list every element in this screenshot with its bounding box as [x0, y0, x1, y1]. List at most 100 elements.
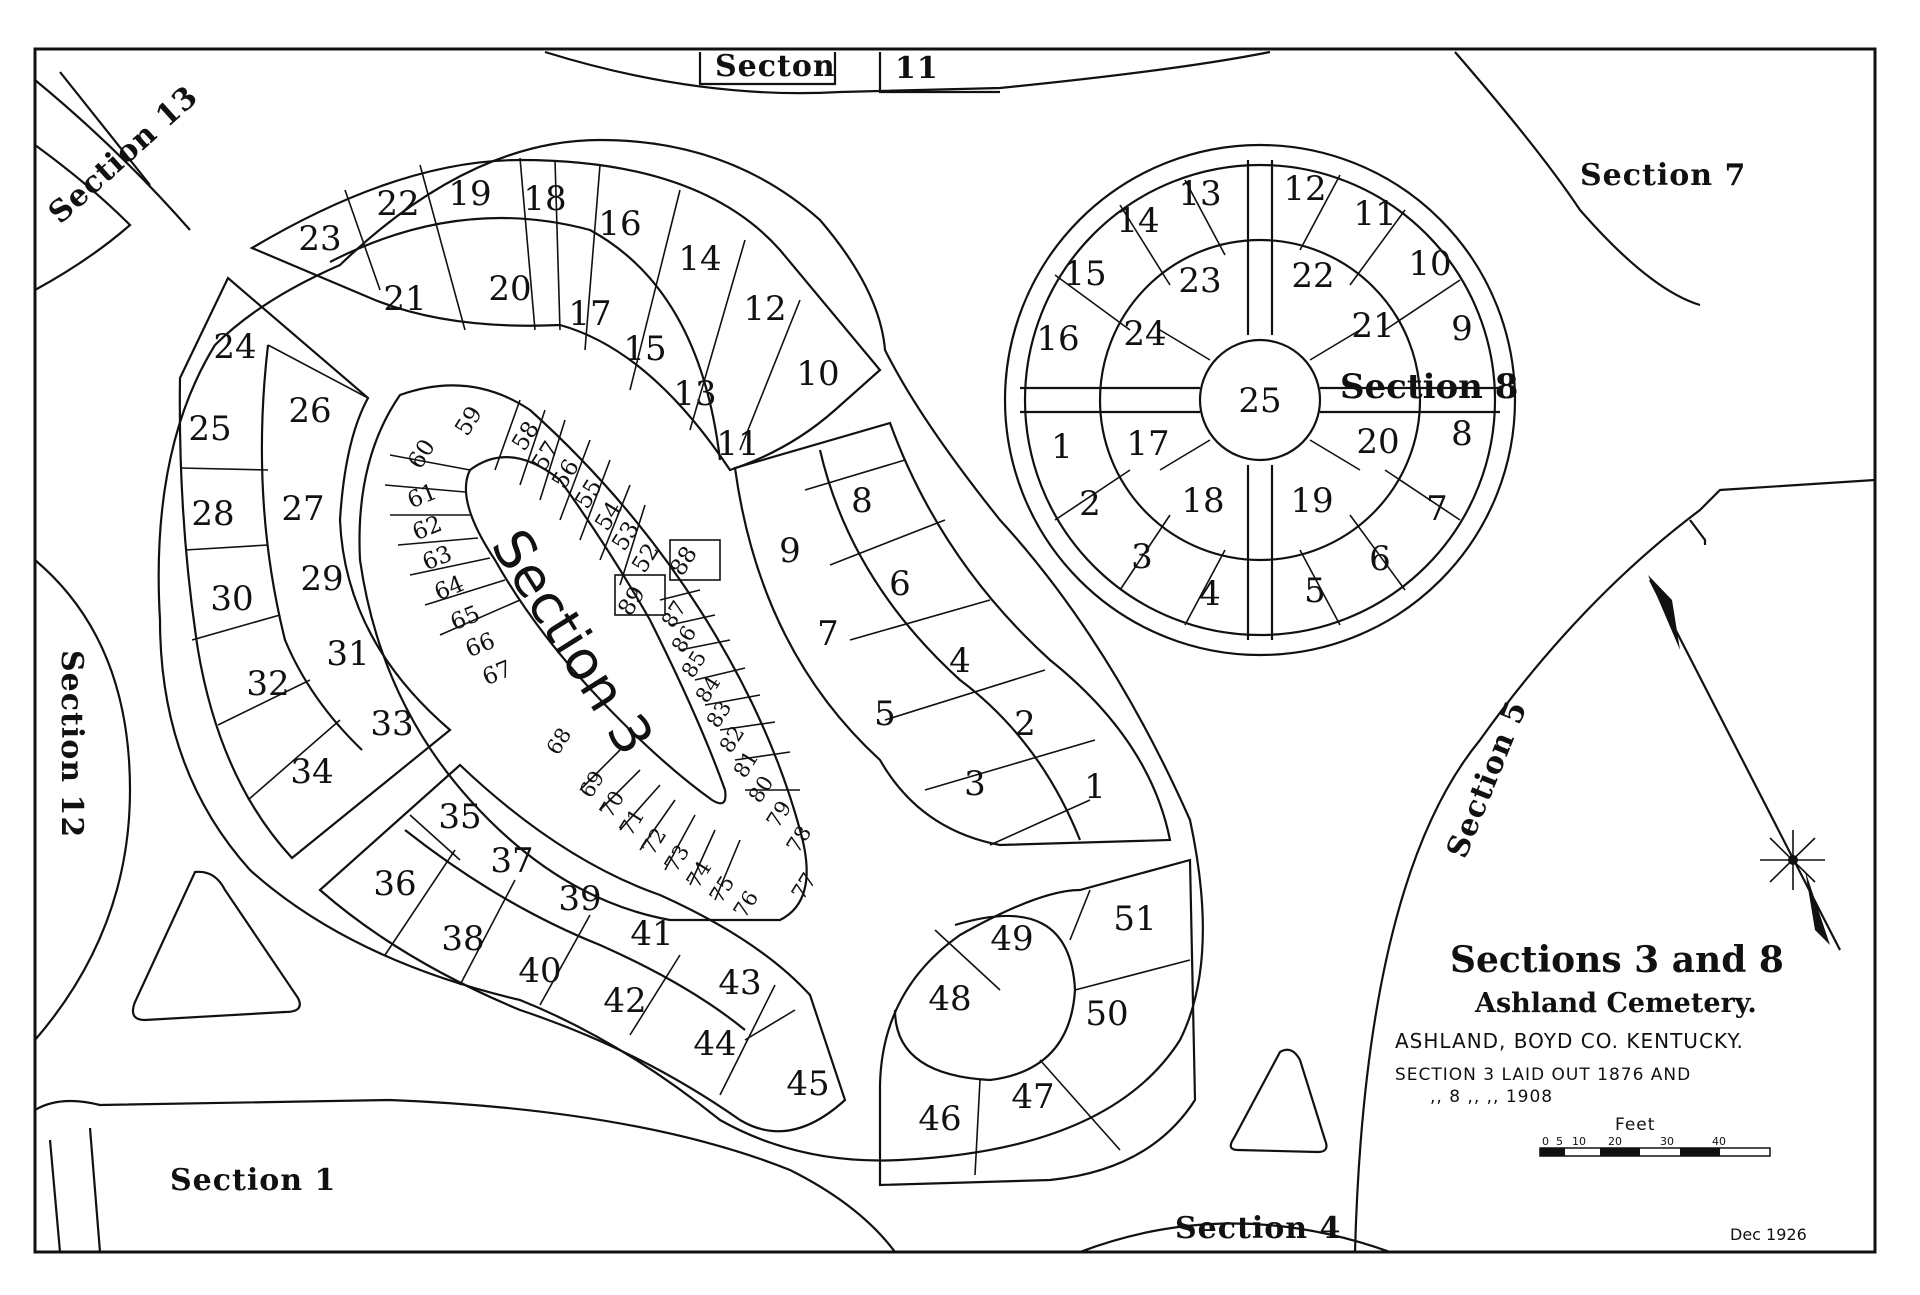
lot-sec3-lower-41: 41 [630, 914, 673, 954]
label-section-4: Section 4 [1175, 1211, 1341, 1246]
lot-sec3-inner_north-59: 59 [450, 402, 488, 441]
lot-sec8-inner-18: 18 [1181, 481, 1224, 521]
lot-sec3-east-5: 5 [874, 694, 896, 734]
lot-sec8-inner-21: 21 [1351, 306, 1394, 346]
lot-sec8-outer-15: 15 [1063, 254, 1106, 294]
section-3-lot-dividers [179, 157, 1191, 1176]
lot-sec8-outer-14: 14 [1116, 201, 1159, 241]
title-location: ASHLAND, BOYD CO. KENTUCKY. [1395, 1029, 1744, 1053]
label-section-7: Section 7 [1580, 158, 1746, 193]
lot-sec3-outer-17: 17 [568, 294, 611, 334]
lot-sec3-outer-31: 31 [326, 634, 369, 674]
lot-sec8-center-25: 25 [1238, 381, 1281, 421]
lot-sec3-lower-42: 42 [603, 981, 646, 1021]
scale-tick-10: 10 [1572, 1135, 1586, 1148]
lot-sec8-outer-12: 12 [1283, 169, 1326, 209]
lot-sec3-inner_west-65: 65 [447, 601, 484, 636]
lot-sec3-south-51: 51 [1113, 899, 1156, 939]
scale-tick-0: 0 [1542, 1135, 1549, 1148]
lot-sec3-south-47: 47 [1011, 1077, 1054, 1117]
section-1-area [34, 1098, 896, 1253]
lot-sec3-lower-44: 44 [693, 1024, 736, 1064]
label-section-11b: 11 [895, 51, 939, 86]
lot-sec8-outer-10: 10 [1408, 244, 1451, 284]
lot-sec3-south-50: 50 [1085, 994, 1128, 1034]
lot-sec3-outer-29: 29 [300, 559, 343, 599]
lot-sec3-outer-19: 19 [448, 174, 491, 214]
label-section-12: Section 12 [54, 650, 89, 838]
island-triangle-south [1229, 1048, 1328, 1154]
section-5-area [1353, 478, 1876, 1253]
lot-sec3-inner_north-88: 88 [665, 542, 703, 581]
lot-sec8-outer-2: 2 [1079, 484, 1101, 524]
lot-sec3-inner_north-60: 60 [403, 435, 441, 474]
island-triangle-west [131, 870, 301, 1022]
label-section-1: Section 1 [170, 1163, 336, 1198]
lot-sec8-outer-7: 7 [1426, 489, 1448, 529]
lot-sec8-inner-17: 17 [1126, 424, 1169, 464]
lot-sec3-outer-13: 13 [673, 374, 716, 414]
lot-sec3-south-49: 49 [990, 919, 1033, 959]
lot-sec3-inner_south-68: 68 [542, 724, 577, 759]
lot-sec3-outer-26: 26 [288, 391, 331, 431]
lot-sec3-inner_west-63: 63 [419, 541, 456, 576]
lot-sec3-outer-27: 27 [281, 489, 324, 529]
lot-sec3-inner_west-67: 67 [479, 656, 516, 691]
lot-sec8-outer-5: 5 [1304, 571, 1326, 611]
lot-sec8-inner-19: 19 [1290, 481, 1333, 521]
lot-sec3-east-7: 7 [817, 614, 839, 654]
lot-sec3-lower-35: 35 [438, 797, 481, 837]
lot-sec3-lower-40: 40 [518, 951, 561, 991]
title-laid-out-2: ,, 8 ,, ,, 1908 [1430, 1087, 1553, 1107]
lot-sec3-east-9: 9 [779, 531, 801, 571]
lot-sec3-outer-22: 22 [376, 184, 419, 224]
lot-sec8-outer-3: 3 [1131, 537, 1153, 577]
lot-sec8-outer-13: 13 [1178, 174, 1221, 214]
lot-sec3-outer-24: 24 [213, 327, 256, 367]
lot-sec8-inner-23: 23 [1178, 261, 1221, 301]
label-section-13: Section 13 [42, 79, 205, 231]
lot-sec3-outer-18: 18 [523, 179, 566, 219]
label-section-8: Section 8 [1340, 367, 1518, 407]
lot-sec3-inner_west-61: 61 [404, 479, 441, 514]
lot-sec3-outer-16: 16 [598, 204, 641, 244]
section-7-area [1454, 51, 1701, 307]
lot-sec8-outer-4: 4 [1199, 574, 1221, 614]
scale-tick-40: 40 [1712, 1135, 1726, 1148]
north-arrow [1648, 575, 1841, 951]
map-border [33, 47, 1877, 1254]
lot-sec3-outer-12: 12 [743, 289, 786, 329]
lot-sec8-outer-9: 9 [1451, 309, 1473, 349]
lot-sec8-outer-16: 16 [1036, 319, 1079, 359]
lot-sec3-lower-38: 38 [441, 919, 484, 959]
lot-sec3-lower-36: 36 [373, 864, 416, 904]
lot-sec3-outer-11: 11 [716, 424, 759, 464]
lot-sec3-east-1: 1 [1084, 767, 1106, 807]
lot-sec3-outer-34: 34 [290, 752, 333, 792]
label-section-11a: Secton [715, 49, 836, 84]
lot-sec3-lower-45: 45 [786, 1064, 829, 1104]
section-4-area [1079, 1222, 1391, 1254]
lot-sec3-lower-39: 39 [558, 879, 601, 919]
lot-sec3-east-6: 6 [889, 564, 911, 604]
lot-sec3-outer-15: 15 [623, 329, 666, 369]
lot-sec3-east-8: 8 [851, 481, 873, 521]
title-cemetery: Ashland Cemetery. [1474, 988, 1757, 1019]
lot-sec8-inner-24: 24 [1123, 314, 1166, 354]
lot-sec3-east-2: 2 [1014, 704, 1036, 744]
lot-sec3-south-48: 48 [928, 979, 971, 1019]
lot-sec3-outer-14: 14 [678, 239, 721, 279]
lot-sec3-outer-32: 32 [246, 664, 289, 704]
scale-label: Feet [1615, 1115, 1655, 1135]
lot-sec3-outer-20: 20 [488, 269, 531, 309]
lot-sec8-inner-22: 22 [1291, 256, 1334, 296]
lot-sec3-inner_east-78: 78 [782, 822, 817, 857]
section-13-area [34, 71, 191, 291]
scale-bar [1539, 1147, 1771, 1157]
lot-sec3-east-3: 3 [964, 764, 986, 804]
lot-sec3-outer-28: 28 [191, 494, 234, 534]
scale-tick-5: 5 [1556, 1135, 1563, 1148]
lot-sec3-south-46: 46 [918, 1099, 961, 1139]
